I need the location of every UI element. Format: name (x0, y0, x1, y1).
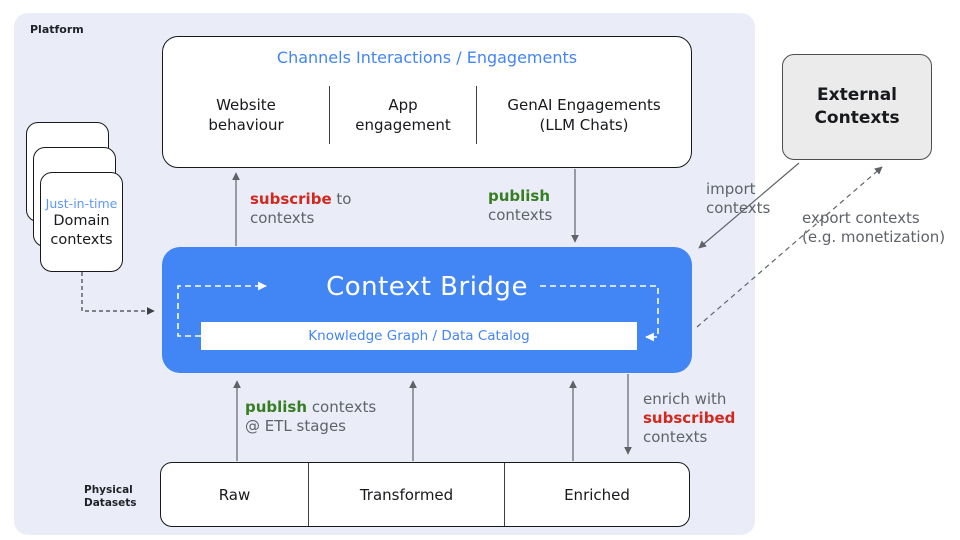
import-contexts-label: import contexts (706, 180, 771, 217)
publish-etl-label: publish contexts @ ETL stages (245, 398, 377, 435)
channel-genai-engagements: GenAI Engagements (LLM Chats) (507, 96, 661, 134)
channel-app-engagement: App engagement (355, 96, 451, 134)
dataset-stage-transformed: Transformed (309, 463, 505, 526)
publish-label: publish contexts (488, 187, 553, 224)
domain-context-card-front: Just-in-time Domain contexts (40, 172, 123, 272)
platform-label: Platform (30, 23, 84, 36)
dataset-stage-raw: Raw (161, 463, 309, 526)
channel-website-behaviour: Website behaviour (208, 96, 284, 134)
dataset-stage-enriched: Enriched (564, 485, 630, 504)
channels-columns: Website behaviour App engagement GenAI E… (163, 81, 691, 149)
physical-datasets-box: Raw Transformed Enriched (160, 462, 690, 527)
knowledge-graph-bar: Knowledge Graph / Data Catalog (201, 322, 637, 350)
physical-datasets-label: Physical Datasets (84, 484, 137, 509)
export-contexts-label: export contexts (e.g. monetization) (802, 209, 946, 246)
channels-box: Channels Interactions / Engagements Webs… (162, 36, 692, 168)
channel-divider (329, 86, 330, 144)
external-contexts-box: External Contexts (782, 54, 932, 160)
channels-title: Channels Interactions / Engagements (276, 48, 578, 67)
subscribe-label: subscribe to contexts (250, 190, 352, 227)
context-bridge-title: Context Bridge (326, 272, 528, 302)
channel-divider (476, 86, 477, 144)
just-in-time-tag: Just-in-time (45, 196, 118, 211)
context-bridge-box: Context Bridge Knowledge Graph / Data Ca… (162, 247, 692, 373)
enrich-label: enrich with subscribed contexts (643, 390, 736, 446)
